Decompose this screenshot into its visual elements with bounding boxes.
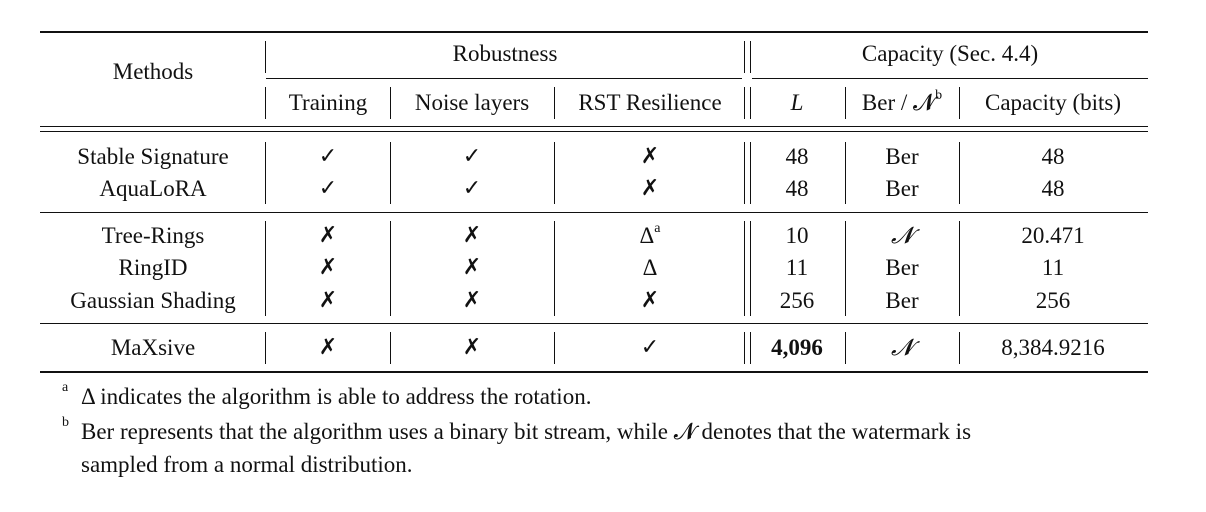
top-rule — [40, 31, 1148, 33]
header-ber-n: Ber / 𝓝b — [862, 87, 942, 119]
body-vline-7 — [959, 142, 960, 204]
footnote-b-mark: b — [62, 415, 69, 430]
header-l: L — [790, 90, 804, 115]
group-rule-1 — [40, 212, 1148, 213]
delta-icon: Δ — [642, 255, 658, 280]
header-vline-methods — [265, 41, 266, 73]
subheader-vline-4 — [744, 87, 745, 119]
cross-icon: ✗ — [318, 255, 338, 280]
footnote-ref-a: a — [654, 221, 661, 237]
subheader-vline-3 — [554, 87, 555, 119]
subheader-vline-6 — [845, 87, 846, 119]
body-vline-1 — [265, 332, 266, 364]
row-dist: Ber — [885, 255, 919, 280]
cross-icon: ✗ — [462, 335, 482, 360]
robustness-underline — [266, 78, 742, 79]
body-vline-6 — [845, 221, 846, 316]
row-capacity: 20.471 — [1021, 223, 1085, 248]
check-icon: ✓ — [462, 144, 482, 169]
footnote-ref-b: b — [935, 88, 943, 104]
body-vline-6 — [845, 142, 846, 204]
group-rule-2 — [40, 323, 1148, 324]
header-noise-layers: Noise layers — [414, 90, 530, 115]
header-capacity-bits: Capacity (bits) — [984, 90, 1122, 115]
footnote-a-mark: a — [62, 380, 69, 395]
cross-icon: ✗ — [640, 176, 660, 201]
header-methods: Methods — [112, 59, 194, 84]
row-method: Stable Signature — [77, 144, 229, 169]
check-icon: ✓ — [318, 144, 338, 169]
subheader-vline-5 — [750, 87, 751, 119]
row-l: 48 — [785, 176, 809, 201]
bottom-rule — [40, 371, 1148, 373]
header-double-rule-1 — [40, 126, 1148, 127]
body-vline-7 — [959, 332, 960, 364]
cross-icon: ✗ — [462, 288, 482, 313]
capacity-underline — [752, 78, 1148, 79]
row-dist: 𝓝 — [890, 335, 914, 360]
cross-icon: ✗ — [640, 144, 660, 169]
header-double-rule-2 — [40, 131, 1148, 132]
row-l: 48 — [785, 144, 809, 169]
row-method: MaXsive — [110, 335, 196, 360]
header-capacity-group: Capacity (Sec. 4.4) — [861, 41, 1039, 66]
body-vline-5 — [750, 332, 751, 364]
row-l: 11 — [785, 255, 809, 280]
row-l: 256 — [779, 288, 815, 313]
row-dist: Ber — [885, 288, 919, 313]
body-vline-3 — [554, 142, 555, 204]
subheader-vline-2 — [390, 87, 391, 119]
body-vline-6 — [845, 332, 846, 364]
check-icon: ✓ — [640, 335, 660, 360]
row-l: 10 — [785, 223, 809, 248]
body-vline-2 — [390, 142, 391, 204]
body-vline-5 — [750, 221, 751, 316]
row-dist: Ber — [885, 176, 919, 201]
body-vline-5 — [750, 142, 751, 204]
header-vline-double-2 — [750, 41, 751, 73]
header-ber-n-label: Ber / 𝓝 — [861, 90, 936, 115]
cross-icon: ✗ — [318, 223, 338, 248]
body-vline-2 — [390, 221, 391, 316]
subheader-vline-1 — [265, 87, 266, 119]
cross-icon: ✗ — [462, 223, 482, 248]
footnote-a: Δ indicates the algorithm is able to add… — [81, 384, 592, 409]
body-vline-3 — [554, 332, 555, 364]
row-capacity: 11 — [1041, 255, 1065, 280]
cross-icon: ✗ — [640, 288, 660, 313]
row-method: RingID — [118, 255, 188, 280]
row-capacity: 256 — [1035, 288, 1071, 313]
body-vline-7 — [959, 221, 960, 316]
header-robustness: Robustness — [452, 41, 558, 66]
check-icon: ✓ — [318, 176, 338, 201]
row-l: 4,096 — [771, 335, 823, 360]
row-method: Gaussian Shading — [70, 288, 236, 313]
subheader-vline-7 — [959, 87, 960, 119]
row-rst: Δa — [639, 220, 660, 252]
cross-icon: ✗ — [318, 288, 338, 313]
body-vline-1 — [265, 142, 266, 204]
footnote-b-line-1: Ber represents that the algorithm uses a… — [81, 419, 972, 444]
body-vline-4 — [744, 221, 745, 316]
body-vline-4 — [744, 332, 745, 364]
row-capacity: 48 — [1041, 176, 1065, 201]
body-vline-3 — [554, 221, 555, 316]
body-vline-4 — [744, 142, 745, 204]
header-vline-double-1 — [744, 41, 745, 73]
delta-icon: Δ — [639, 223, 655, 248]
cross-icon: ✗ — [462, 255, 482, 280]
row-method: AquaLoRA — [99, 176, 207, 201]
row-method: Tree-Rings — [101, 223, 205, 248]
header-rst-resilience: RST Resilience — [578, 90, 722, 115]
header-training: Training — [288, 90, 368, 115]
footnote-b-line-2: sampled from a normal distribution. — [81, 452, 413, 477]
row-capacity: 48 — [1041, 144, 1065, 169]
body-vline-2 — [390, 332, 391, 364]
body-vline-1 — [265, 221, 266, 316]
row-dist: Ber — [885, 144, 919, 169]
cross-icon: ✗ — [318, 335, 338, 360]
row-capacity: 8,384.9216 — [1001, 335, 1105, 360]
row-dist: 𝓝 — [890, 223, 914, 248]
check-icon: ✓ — [462, 176, 482, 201]
